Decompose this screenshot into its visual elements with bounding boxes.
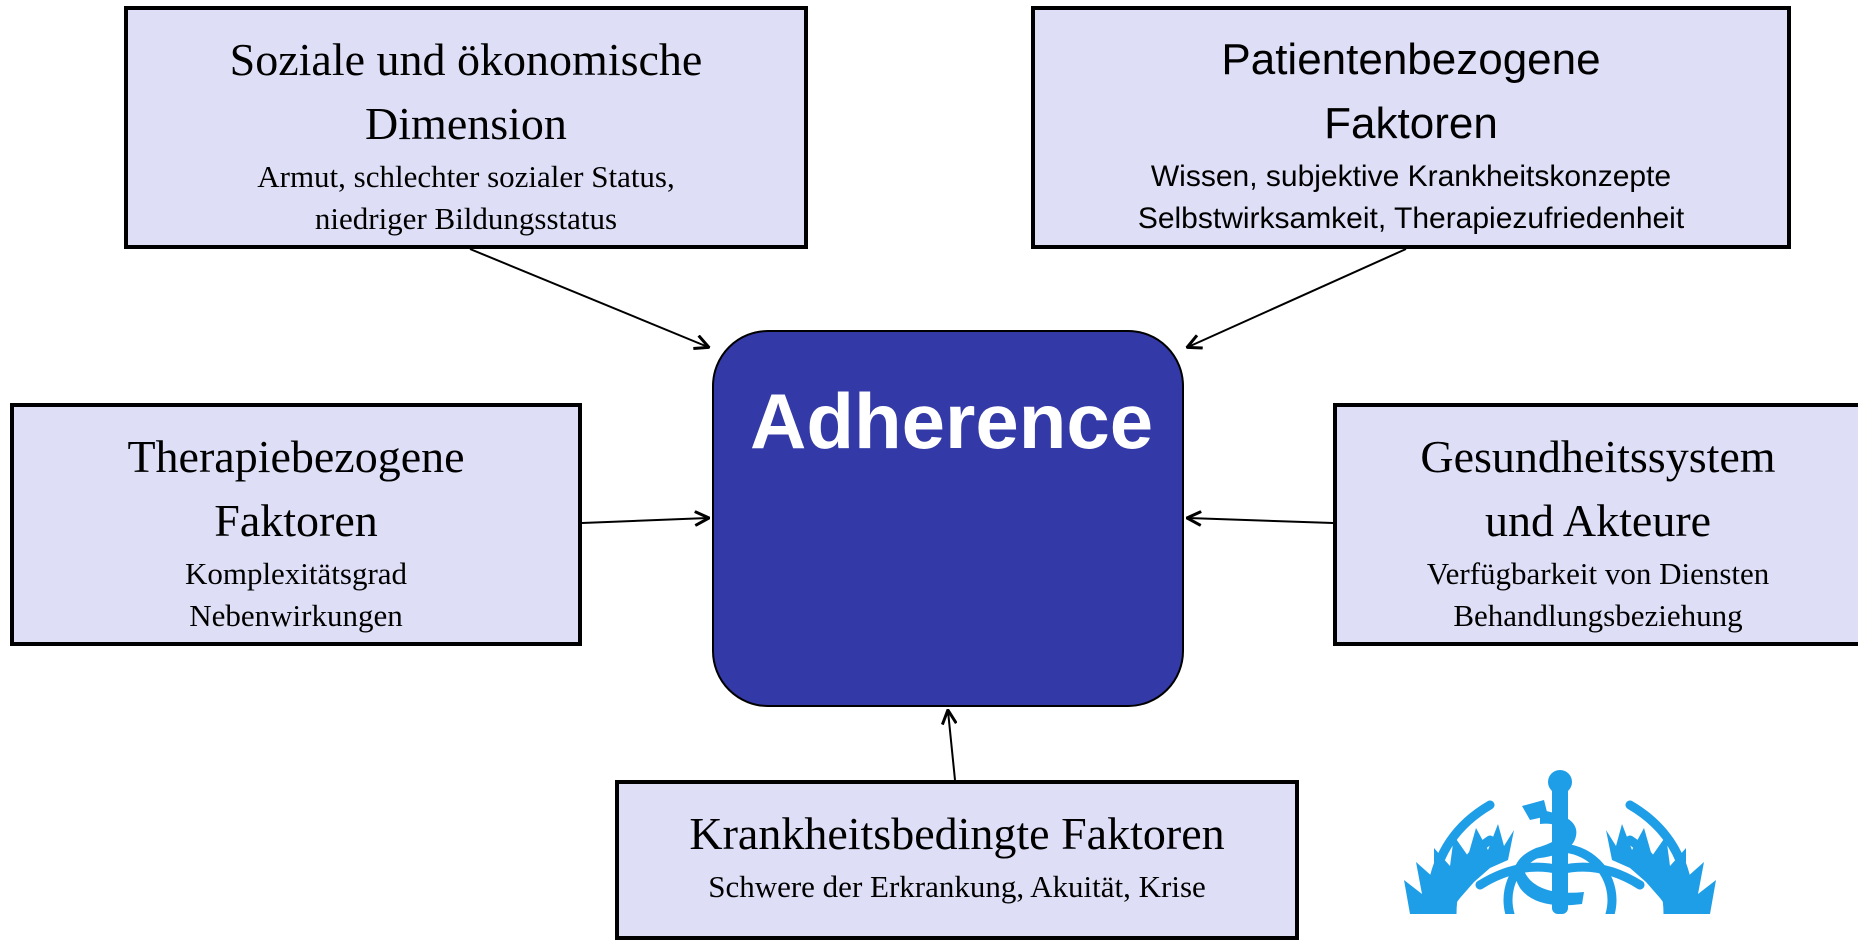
box-health-system: Gesundheitssystem und Akteure Verfügbark… (1333, 403, 1858, 646)
box-title: Therapiebezogene (127, 431, 465, 482)
adherence-center-node: Adherence (712, 330, 1184, 707)
arrow-health-to-center (1188, 518, 1334, 523)
box-detail: Selbstwirksamkeit, Therapiezufriedenheit (1137, 202, 1685, 235)
box-title: Krankheitsbedingte Faktoren (689, 808, 1225, 859)
box-detail: Schwere der Erkrankung, Akuität, Krise (708, 869, 1206, 904)
arrow-patient-to-center (1188, 248, 1407, 347)
box-detail: Verfügbarkeit von Diensten (1426, 556, 1770, 591)
arrow-disease-to-center (948, 711, 955, 781)
box-patient-factors: Patientenbezogene Faktoren Wissen, subje… (1031, 6, 1791, 249)
box-detail: Behandlungsbeziehung (1453, 598, 1743, 633)
box-social-economic: Soziale und ökonomische Dimension Armut,… (124, 6, 808, 249)
connector-arrows (469, 248, 1407, 781)
box-detail: Wissen, subjektive Krankheitskonzepte (1150, 160, 1672, 193)
box-detail: Komplexitätsgrad (184, 556, 408, 591)
who-emblem-icon (1404, 770, 1716, 914)
box-detail: Armut, schlechter sozialer Status, (257, 159, 675, 194)
box-title: Faktoren (1324, 99, 1498, 148)
box-title: Faktoren (214, 495, 378, 546)
center-label: Adherence (750, 377, 1154, 465)
arrow-social-to-center (469, 248, 708, 347)
box-title: Soziale und ökonomische (229, 34, 703, 85)
box-therapy-factors: Therapiebezogene Faktoren Komplexitätsgr… (10, 403, 582, 646)
box-detail: Nebenwirkungen (189, 598, 403, 633)
box-disease-factors: Krankheitsbedingte Faktoren Schwere der … (615, 780, 1299, 940)
box-title: Dimension (365, 98, 567, 149)
arrow-therapy-to-center (581, 518, 708, 523)
box-title: Gesundheitssystem (1420, 431, 1776, 482)
box-title: und Akteure (1484, 495, 1712, 546)
box-detail: niedriger Bildungsstatus (314, 201, 618, 236)
box-title: Patientenbezogene (1221, 35, 1601, 84)
